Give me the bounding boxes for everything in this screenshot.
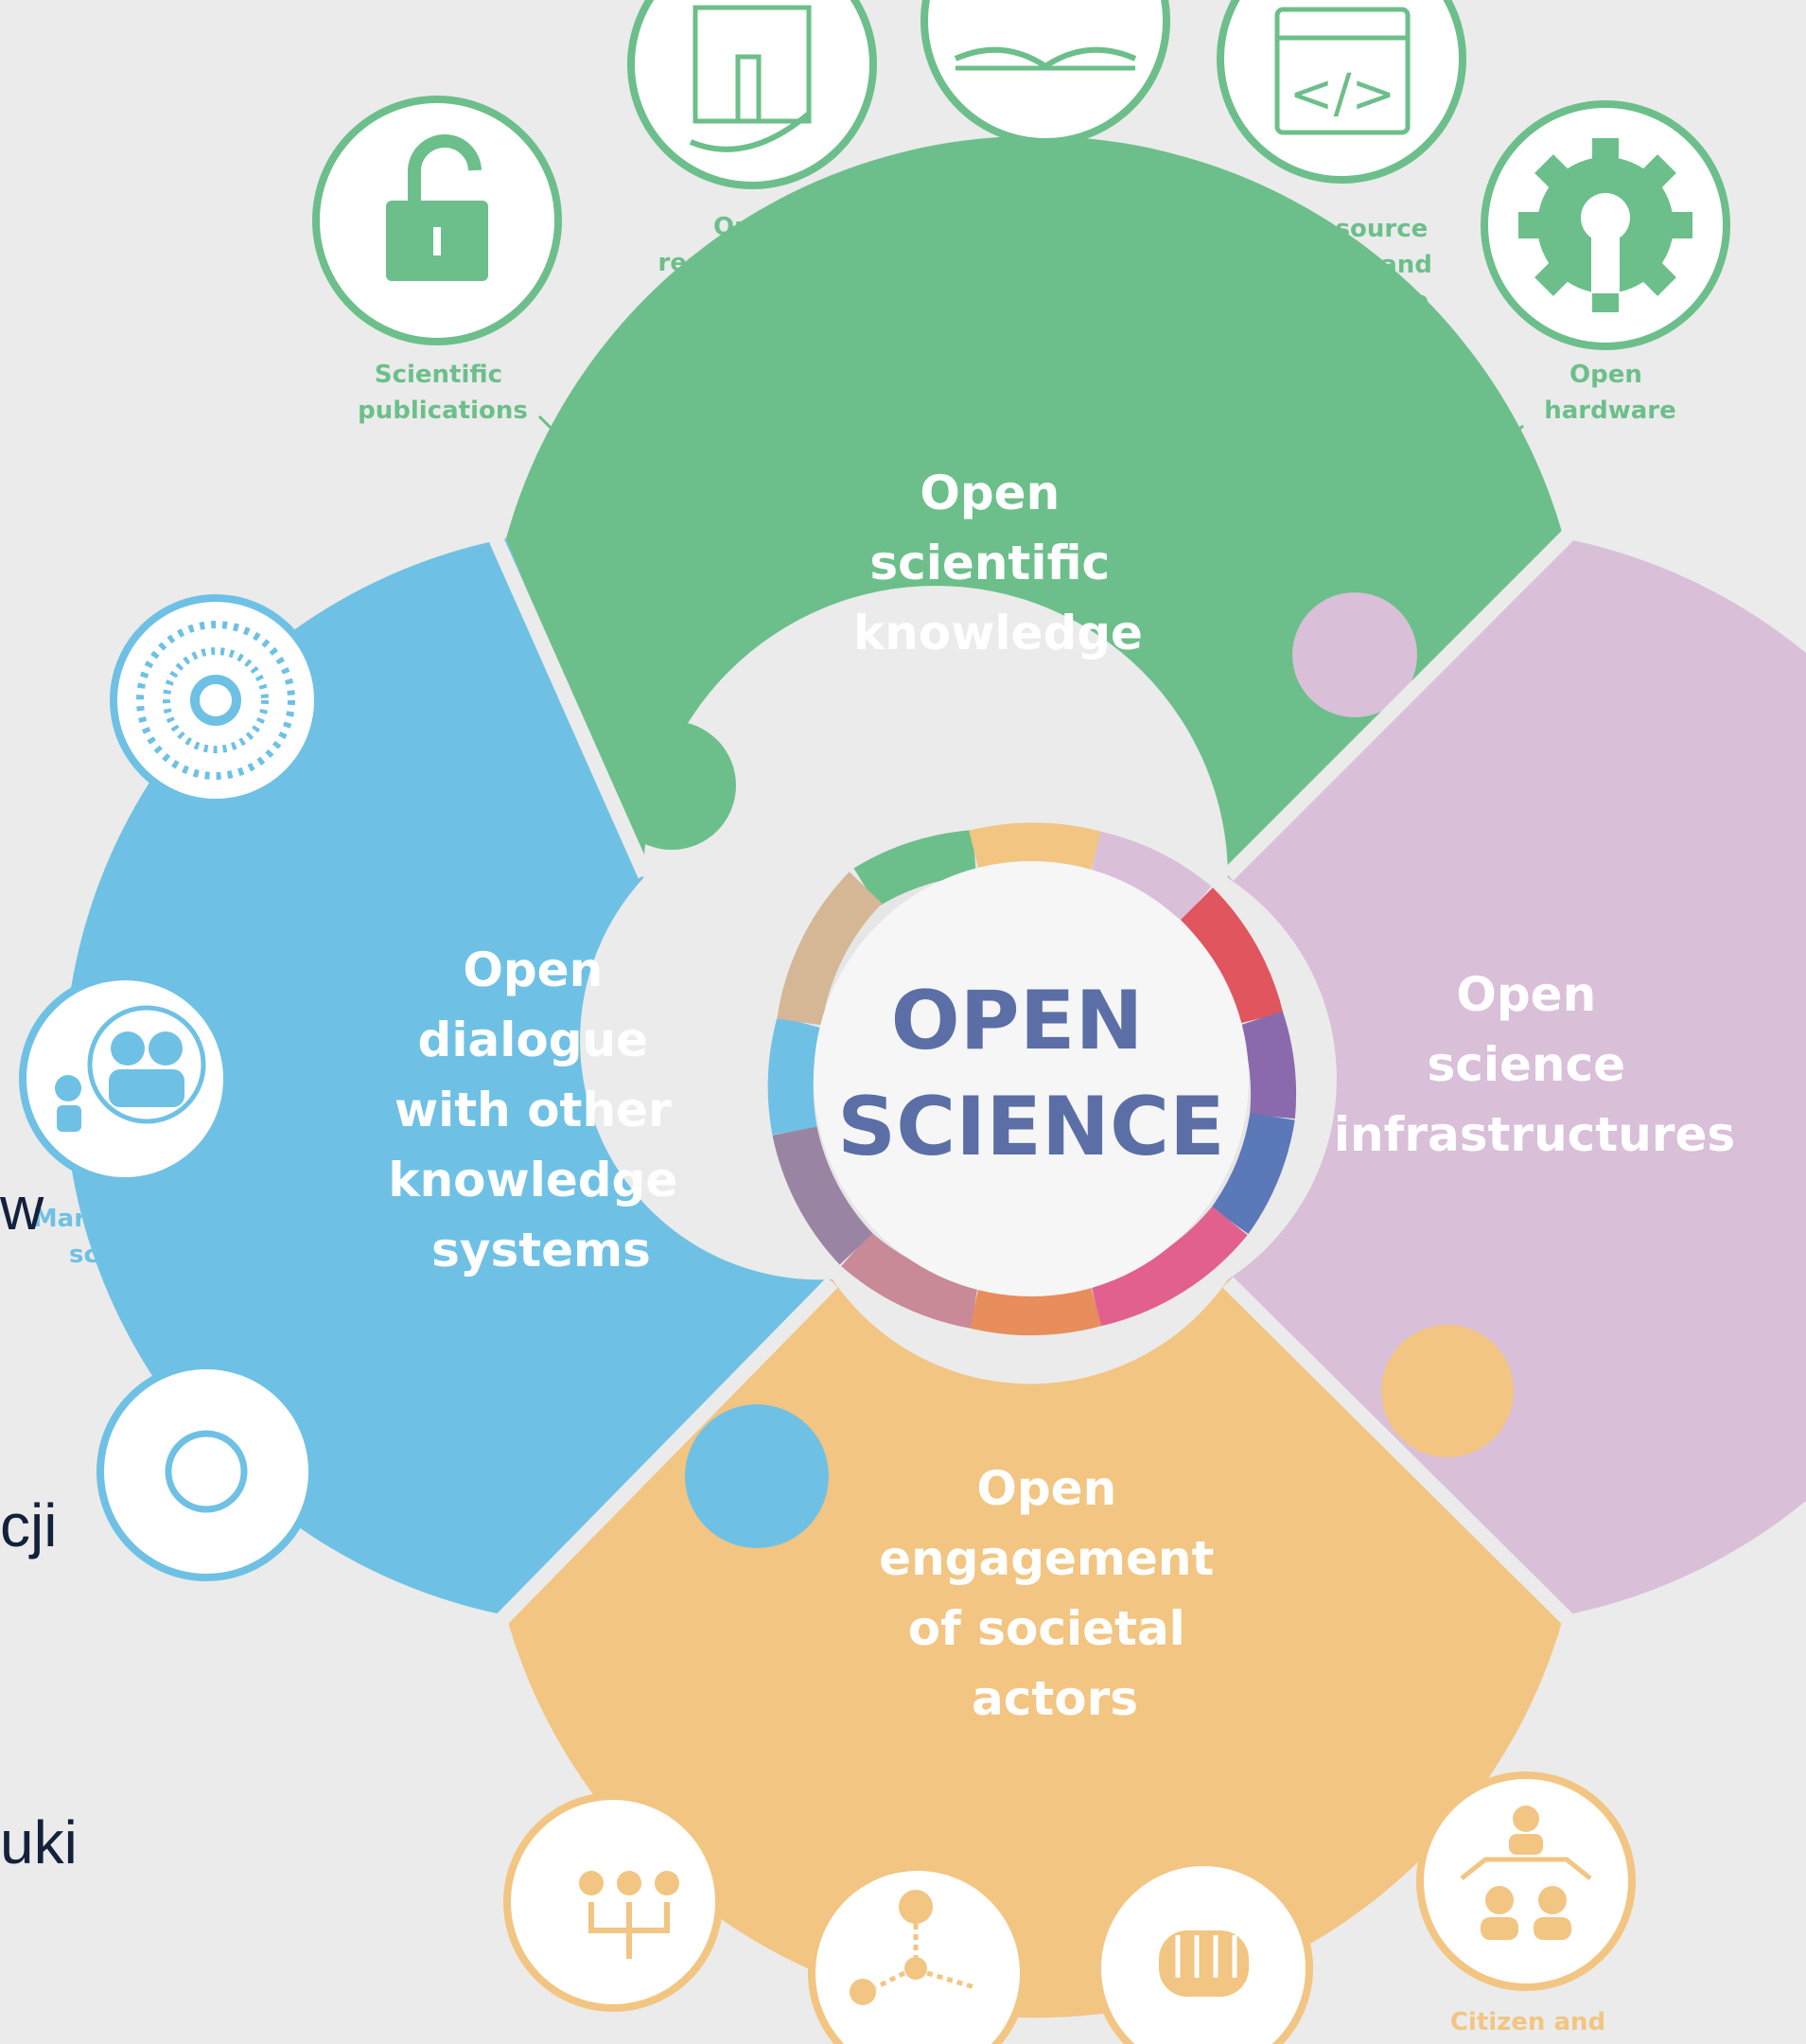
label-scientific-publications: Scientific publications	[358, 361, 528, 425]
core-label: OPEN SCIENCE	[837, 974, 1225, 1174]
segment-label-dialogue: Open dialogue with other knowledge syste…	[388, 943, 693, 1278]
citizen-group-icon	[1416, 1771, 1636, 1991]
indigenous-peoples-icon	[110, 594, 322, 806]
segment-label-knowledge: Open scientific knowledge	[853, 466, 1143, 661]
gear-icon	[1481, 100, 1730, 350]
side-text-fragment-3: uki	[0, 1808, 78, 1877]
segment-label-infrastructures: Open science infrastructures	[1334, 967, 1735, 1162]
label-open-research-data: Open research data	[658, 213, 850, 277]
partial-blue-icon	[96, 1362, 316, 1581]
marginalised-scholars-icon	[19, 973, 231, 1185]
side-text-fragment-2: cji	[0, 1491, 58, 1559]
label-open-hardware: Open hardware	[1544, 361, 1676, 425]
family-tree-icon	[503, 1792, 723, 2012]
segment-open-dialogue	[63, 538, 833, 1615]
segment-label-engagement: Open engagement of societal actors	[879, 1461, 1231, 1726]
source-code-icon: </>	[1217, 0, 1466, 184]
segment-open-science-infrastructures	[1228, 538, 1806, 1615]
label-open-educational-resources: Open educational resources	[921, 164, 1174, 228]
book-icon	[921, 0, 1170, 146]
label-marginalised-scholars: Marginalised scholars	[33, 1205, 220, 1269]
label-citizen: Citizen and	[1450, 2008, 1605, 2036]
raised-hands-icon	[1094, 1859, 1313, 2044]
research-data-icon	[627, 0, 877, 189]
svg-text:</>: </>	[1289, 63, 1396, 125]
lock-open-icon	[312, 96, 562, 345]
segment-open-scientific-knowledge	[506, 135, 1564, 878]
side-text-fragment-1: w	[0, 1174, 44, 1242]
idea-process-icon	[808, 1863, 1027, 2044]
label-open-source: Open source software and source code	[1250, 215, 1441, 315]
label-indigenous-peoples: Indigenous peoples	[134, 826, 296, 890]
